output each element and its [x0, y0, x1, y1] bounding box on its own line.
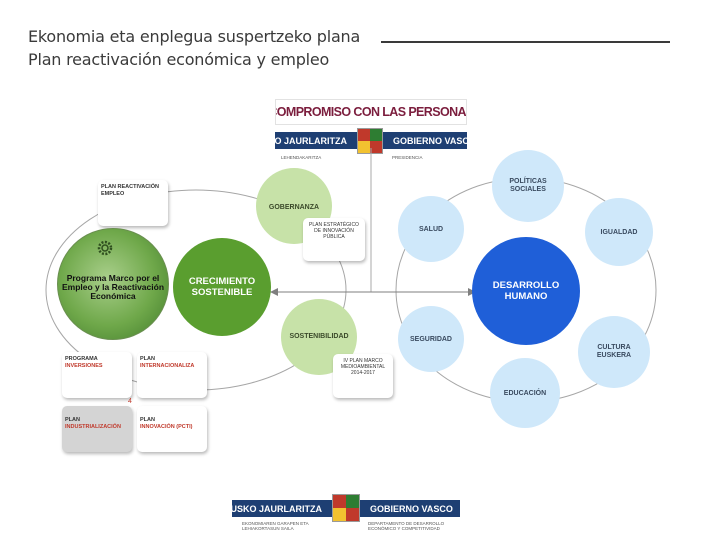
- node-sostenibilidad-label: SOSTENIBILIDAD: [289, 333, 349, 340]
- node-seguridad: SEGURIDAD: [398, 306, 464, 372]
- bottom-sub-right: DEPARTAMENTO DE DESARROLLO ECONÓMICO Y C…: [368, 521, 445, 531]
- coat-of-arms-bottom-icon: [332, 494, 360, 522]
- node-politicas-sociales: POLÍTICAS SOCIALES: [492, 150, 564, 222]
- sub-label-right: PRESIDENCIA: [392, 155, 423, 160]
- gov-name-spanish-bottom: GOBIERNO VASCO: [370, 503, 453, 514]
- node-desarrollo-humano: DESARROLLO HUMANO: [472, 237, 580, 345]
- node-programa-marco: Programa Marco por el Empleo y la Reacti…: [57, 228, 169, 340]
- node-salud: SALUD: [398, 196, 464, 262]
- box-plan-innovacion-line2: INNOVACIÓN (PCTI): [140, 423, 193, 430]
- node-cultura-euskera-label: CULTURA EUSKERA: [596, 344, 632, 359]
- slogan-banner: ¡COMPROMISO CON LAS PERSONAS!: [275, 99, 467, 125]
- node-educacion: EDUCACIÓN: [490, 358, 560, 428]
- box-plan-innovacion: PLAN INNOVACIÓN (PCTI): [137, 406, 207, 452]
- node-politicas-sociales-label: POLÍTICAS SOCIALES: [509, 178, 547, 193]
- gov-bar-bottom-right: GOBIERNO VASCO: [360, 500, 460, 517]
- node-programa-marco-label: Programa Marco por el Empleo y la Reacti…: [61, 272, 165, 301]
- box-iv-plan: IV PLAN MARCO MEDIOAMBIENTAL 2014-2017: [333, 354, 393, 398]
- node-gobernanza-label: GOBERNANZA: [268, 204, 320, 211]
- box-plan-internacionaliza-line1: PLAN: [140, 356, 155, 362]
- coat-of-arms-icon: [357, 128, 383, 154]
- box-programa-inversiones-line2: INVERSIONES: [65, 362, 103, 369]
- box-plan-internacionaliza: PLAN INTERNACIONALIZA: [137, 352, 207, 398]
- gear-icon: [97, 240, 113, 256]
- title-underline: [381, 41, 670, 43]
- box-plan-industrializacion-line2: INDUSTRIALIZACIÓN: [65, 423, 121, 430]
- node-desarrollo-humano-label: DESARROLLO HUMANO: [492, 280, 560, 302]
- node-cultura-euskera: CULTURA EUSKERA: [578, 316, 650, 388]
- gov-name-spanish: GOBIERNO VASCO: [393, 135, 476, 146]
- node-seguridad-label: SEGURIDAD: [409, 335, 452, 343]
- gov-bar-bottom-left: EUSKO JAURLARITZA: [224, 500, 332, 517]
- node-crecimiento-sostenible: CRECIMIENTO SOSTENIBLE: [173, 238, 271, 336]
- node-salud-label: SALUD: [418, 225, 444, 233]
- gov-bar-right: GOBIERNO VASCO: [383, 132, 476, 149]
- box-plan-reactivacion: PLAN REACTIVACIÓN EMPLEO: [98, 180, 168, 226]
- title-basque: Ekonomia eta enplegua suspertzeko plana: [28, 27, 361, 46]
- node-igualdad: IGUALDAD: [585, 198, 653, 266]
- title-spanish: Plan reactivación económica y empleo: [28, 50, 330, 69]
- box-plan-innovacion-line1: PLAN: [140, 417, 155, 423]
- gov-name-basque-bottom: EUSKO JAURLARITZA: [224, 503, 322, 514]
- box-plan-estrategico-label: PLAN ESTRATÉGICO DE INNOVACIÓN PÚBLICA: [309, 222, 359, 240]
- node-igualdad-label: IGUALDAD: [600, 228, 638, 236]
- box-plan-industrializacion: PLAN INDUSTRIALIZACIÓN: [62, 406, 132, 452]
- box-programa-inversiones-line1: PROGRAMA: [65, 356, 98, 362]
- box-plan-estrategico: PLAN ESTRATÉGICO DE INNOVACIÓN PÚBLICA: [303, 218, 365, 261]
- node-educacion-label: EDUCACIÓN: [503, 389, 547, 397]
- box-iv-plan-label: IV PLAN MARCO MEDIOAMBIENTAL 2014-2017: [340, 358, 386, 376]
- bottom-sub-left: EKONOMIAREN GARAPEN ETA LEHIAKORTASUN SA…: [242, 521, 309, 531]
- gov-bar-left: EUSKO JAURLARITZA: [249, 132, 357, 149]
- marker-number: 4: [128, 398, 132, 405]
- box-programa-inversiones: PROGRAMA INVERSIONES: [62, 352, 132, 398]
- sub-label-left: LEHENDAKARITZA: [281, 155, 322, 160]
- box-plan-reactivacion-label: PLAN REACTIVACIÓN EMPLEO: [101, 184, 159, 197]
- node-crecimiento-label: CRECIMIENTO SOSTENIBLE: [188, 276, 256, 298]
- box-plan-internacionaliza-line2: INTERNACIONALIZA: [140, 362, 195, 369]
- box-plan-industrializacion-line1: PLAN: [65, 417, 80, 423]
- gov-name-basque: EUSKO JAURLARITZA: [249, 135, 347, 146]
